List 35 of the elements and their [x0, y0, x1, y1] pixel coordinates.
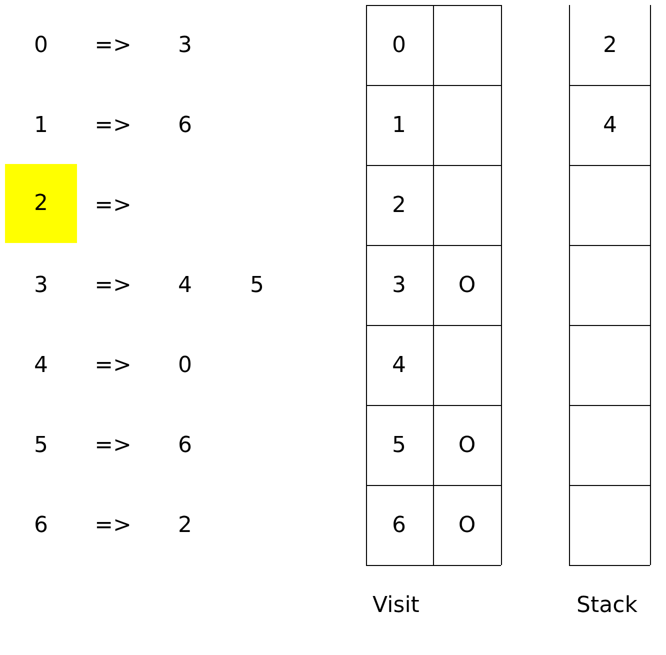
neighbor-number: 2: [178, 514, 192, 538]
mapping-arrow: =>: [94, 114, 132, 138]
visited-mark: O: [458, 274, 476, 298]
column-label: Stack: [576, 594, 638, 618]
neighbor-number: 6: [178, 434, 192, 458]
visited-mark: O: [458, 434, 476, 458]
vertex-number: 5: [34, 434, 48, 458]
vertex-number: 3: [34, 274, 48, 298]
mapping-arrow: =>: [94, 514, 132, 538]
cell-value: 5: [392, 434, 406, 458]
neighbor-number: 4: [178, 274, 192, 298]
mapping-arrow: =>: [94, 274, 132, 298]
neighbor-number: 3: [178, 34, 192, 58]
cell-value: 3: [392, 274, 406, 298]
mapping-arrow: =>: [94, 434, 132, 458]
vertex-number: 0: [34, 34, 48, 58]
neighbor-number: 5: [250, 274, 264, 298]
cell-value: 2: [392, 194, 406, 218]
neighbor-number: 6: [178, 114, 192, 138]
mapping-arrow: =>: [94, 34, 132, 58]
vertex-number: 4: [34, 354, 48, 378]
vertex-number: 6: [34, 514, 48, 538]
cell-value: 0: [392, 34, 406, 58]
highlighted-vertex: 2: [5, 164, 77, 243]
stack-value: 2: [603, 34, 617, 58]
column-label: Visit: [372, 594, 420, 618]
mapping-arrow: =>: [94, 194, 132, 218]
cell-value: 4: [392, 354, 406, 378]
neighbor-number: 0: [178, 354, 192, 378]
visited-mark: O: [458, 514, 476, 538]
cell-value: 6: [392, 514, 406, 538]
stack-value: 4: [603, 114, 617, 138]
mapping-arrow: =>: [94, 354, 132, 378]
vertex-number: 1: [34, 114, 48, 138]
cell-value: 1: [392, 114, 406, 138]
